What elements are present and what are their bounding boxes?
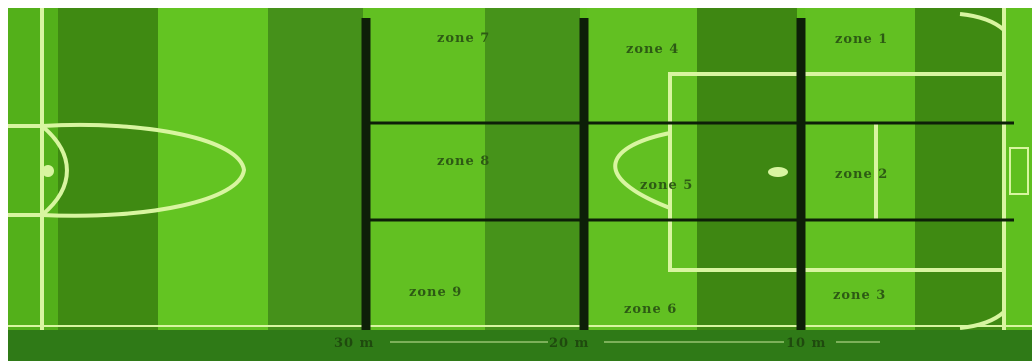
scale-label-10m: 10 m bbox=[786, 336, 826, 351]
zone-label: zone 3 bbox=[833, 288, 886, 303]
scale-label-30m: 30 m bbox=[334, 336, 374, 351]
zone-label: zone 5 bbox=[640, 178, 693, 193]
stripe bbox=[158, 8, 268, 330]
zone-label: zone 1 bbox=[835, 32, 888, 47]
zone-label: zone 2 bbox=[835, 167, 888, 182]
scale-label-20m: 20 m bbox=[549, 336, 589, 351]
zone-label: zone 9 bbox=[409, 285, 462, 300]
stripe bbox=[915, 8, 1005, 330]
center-spot bbox=[42, 165, 54, 177]
zone-label: zone 6 bbox=[624, 302, 677, 317]
zone-label: zone 8 bbox=[437, 154, 490, 169]
stripe bbox=[370, 8, 485, 330]
stripe bbox=[58, 8, 158, 330]
distance-scale-band bbox=[8, 330, 1032, 361]
stripe bbox=[268, 8, 363, 330]
stripe bbox=[485, 8, 580, 330]
penalty-spot bbox=[768, 167, 788, 177]
zone-label: zone 4 bbox=[626, 42, 679, 57]
zone-label: zone 7 bbox=[437, 31, 490, 46]
